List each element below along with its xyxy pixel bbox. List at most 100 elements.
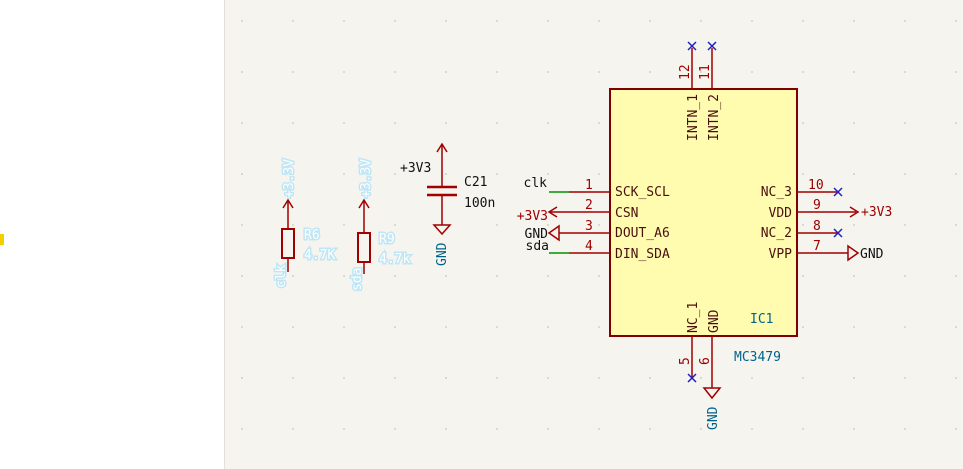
- pin-8-name: NC_2: [761, 226, 792, 241]
- selection-marker: [0, 234, 4, 245]
- r6-body: [281, 228, 295, 259]
- grid-dot: [700, 428, 702, 430]
- grid-dot: [445, 71, 447, 73]
- grid-dot: [343, 224, 345, 226]
- pin-1-name: SCK_SCL: [615, 185, 670, 200]
- pin-6-number: 6: [698, 357, 713, 365]
- grid-dot: [955, 428, 957, 430]
- r9-symbol[interactable]: +3.3V R9 4.7k sda: [349, 157, 412, 292]
- ic1-reference: IC1: [750, 312, 773, 327]
- grid-dot: [496, 71, 498, 73]
- pin-9-name: VDD: [769, 206, 793, 221]
- grid-dot: [496, 377, 498, 379]
- grid-dot: [904, 377, 906, 379]
- grid-dot: [802, 71, 804, 73]
- grid-dot: [904, 275, 906, 277]
- grid-dot: [853, 71, 855, 73]
- pin-9-number: 9: [813, 198, 821, 213]
- c21-power-label: +3V3: [400, 161, 431, 176]
- grid-dot: [649, 71, 651, 73]
- grid-dot: [802, 275, 804, 277]
- pin-6-name: GND: [707, 309, 722, 333]
- grid-dot: [802, 224, 804, 226]
- grid-dot: [598, 71, 600, 73]
- grid-dot: [904, 224, 906, 226]
- grid-dot: [853, 122, 855, 124]
- grid-dot: [496, 428, 498, 430]
- grid-dot: [853, 224, 855, 226]
- grid-dot: [904, 173, 906, 175]
- r6-symbol[interactable]: +3.3V R6 4.7K clk: [273, 157, 337, 289]
- r6-net-label: clk: [274, 264, 289, 288]
- power-3v3-pin2[interactable]: +3V3: [517, 206, 569, 224]
- grid-dot: [955, 20, 957, 22]
- gnd-pin6[interactable]: GND: [702, 387, 722, 430]
- grid-dot: [394, 377, 396, 379]
- c21-symbol[interactable]: +3V3 GND C21 100n: [400, 142, 495, 266]
- c21-value: 100n: [464, 196, 495, 211]
- grid-dot: [292, 122, 294, 124]
- grid-dot: [241, 20, 243, 22]
- grid-dot: [343, 275, 345, 277]
- grid-dot: [649, 428, 651, 430]
- grid-dot: [343, 428, 345, 430]
- pin-3-number: 3: [585, 219, 593, 234]
- grid-dot: [547, 224, 549, 226]
- grid-dot: [445, 428, 447, 430]
- pin-10-number: 10: [808, 178, 824, 193]
- grid-dot: [955, 326, 957, 328]
- gnd-label-pin6: GND: [706, 406, 721, 430]
- grid-dot: [241, 428, 243, 430]
- c21-gnd-symbol: [432, 224, 452, 236]
- r9-body: [357, 232, 371, 263]
- grid-dot: [802, 20, 804, 22]
- net-label-clk[interactable]: clk: [524, 176, 548, 191]
- grid-dot: [343, 71, 345, 73]
- grid-dot: [904, 122, 906, 124]
- grid-dot: [853, 275, 855, 277]
- gnd-pin7[interactable]: GND: [847, 244, 884, 262]
- grid-dot: [496, 326, 498, 328]
- no-connect-pin-5: [687, 373, 697, 383]
- grid-dot: [751, 20, 753, 22]
- grid-dot: [955, 71, 957, 73]
- grid-dot: [343, 122, 345, 124]
- grid-dot: [445, 20, 447, 22]
- grid-dot: [802, 428, 804, 430]
- grid-dot: [853, 173, 855, 175]
- gnd-pin3[interactable]: GND: [525, 224, 569, 242]
- ic1-body[interactable]: [609, 88, 798, 337]
- ic1-symbol[interactable]: 1 2 3 4 SCK_SCL CSN DOUT_A6 DIN_SDA 10 9…: [569, 48, 848, 388]
- pin-12-name: INTN_1: [686, 94, 701, 141]
- r9-net-label: sda: [350, 268, 365, 291]
- r9-value: 4.7k: [379, 252, 410, 267]
- no-connect-markers: [687, 41, 843, 383]
- grid-dot: [292, 377, 294, 379]
- grid-dot: [496, 275, 498, 277]
- grid-dot: [394, 428, 396, 430]
- pin-11-number: 11: [698, 64, 713, 80]
- grid-dot: [598, 326, 600, 328]
- grid-dot: [700, 377, 702, 379]
- grid-dot: [955, 275, 957, 277]
- grid-dot: [598, 122, 600, 124]
- grid-dot: [496, 20, 498, 22]
- grid-dot: [700, 20, 702, 22]
- grid-dot: [751, 377, 753, 379]
- pin-1-number: 1: [585, 178, 593, 193]
- grid-dot: [445, 122, 447, 124]
- pin-4-name: DIN_SDA: [615, 247, 670, 262]
- grid-dot: [853, 377, 855, 379]
- grid-dot: [802, 377, 804, 379]
- grid-dot: [343, 326, 345, 328]
- pin-7-number: 7: [813, 239, 821, 254]
- net-label-sda[interactable]: sda: [526, 239, 549, 254]
- grid-dot: [751, 71, 753, 73]
- grid-dot: [904, 326, 906, 328]
- grid-dot: [853, 428, 855, 430]
- no-connect-pin-8: [833, 228, 843, 238]
- grid-dot: [751, 428, 753, 430]
- grid-dot: [292, 20, 294, 22]
- power-3v3-pin9[interactable]: +3V3: [838, 205, 892, 220]
